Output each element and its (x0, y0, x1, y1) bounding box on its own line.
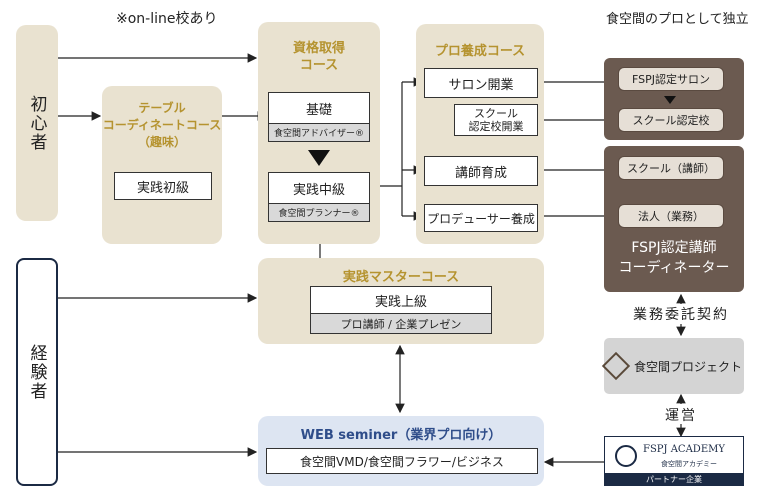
down-arrow-icon (664, 96, 676, 104)
project-panel: 食空間プロジェクト (601, 338, 744, 394)
project-logo-icon (601, 351, 631, 381)
project-label: 食空間プロジェクト (633, 359, 742, 374)
fspj-instructor-title: FSPJ認定講師 コーディネーター (618, 240, 730, 276)
salon-open-box: サロン開業 (424, 68, 538, 98)
academy-panel: FSPJ ACADEMY 食空間アカデミー パートナー企業 (604, 436, 744, 486)
basic-box: 基礎 (268, 92, 370, 124)
producer-training-box: プロデューサー養成 (424, 204, 538, 232)
experienced-label: 経験者 (26, 343, 47, 401)
school-certified-box: スクール認定校 (618, 108, 724, 132)
qualification-course-panel: 資格取得 コース 基礎 食空間アドバイザー® 実践中級 食空間プランナー® (258, 22, 380, 244)
academy-sub: 食空間アカデミー (661, 460, 717, 468)
down-triangle-icon (308, 150, 330, 166)
operation-label: 運営 (665, 408, 697, 424)
table-course-panel: テーブル コーディネートコース （趣味） 実践初級 (102, 86, 222, 244)
fspj-salon-box: FSPJ認定サロン (618, 67, 724, 91)
beginner-panel: 初心者 (16, 25, 58, 221)
academy-name: FSPJ ACADEMY (643, 444, 725, 455)
pro-course-title: プロ養成コース (434, 44, 526, 59)
experienced-panel: 経験者 (16, 258, 58, 486)
partner-label: パートナー企業 (605, 473, 743, 486)
food-space-advisor-label: 食空間アドバイザー® (268, 124, 370, 142)
food-space-planner-label: 食空間プランナー® (268, 204, 370, 222)
web-seminar-title: WEB seminer（業界プロ向け） (300, 428, 502, 443)
practice-intermediate-box: 実践中級 (268, 172, 370, 204)
independent-title: 食空間のプロとして独立 (606, 12, 749, 27)
pro-instructor-label: プロ講師 / 企業プレゼン (310, 314, 492, 334)
school-instructor-box: スクール（講師） (618, 156, 724, 180)
beginner-label: 初心者 (26, 94, 47, 152)
qualification-course-title: 資格取得 コース (292, 41, 345, 73)
school-open-box: スクール 認定校開業 (454, 104, 538, 136)
table-course-title: テーブル コーディネートコース （趣味） (102, 101, 222, 149)
online-note: ※on-line校あり (116, 11, 218, 27)
contract-label: 業務委託契約 (633, 307, 729, 323)
practice-advanced-box: 実践上級 (310, 286, 492, 314)
master-course-title: 実践マスターコース (342, 270, 460, 285)
corporate-business-box: 法人（業務） (618, 204, 724, 228)
instructor-training-box: 講師育成 (424, 156, 538, 186)
academy-logo-icon (615, 445, 637, 467)
web-seminar-topics-box: 食空間VMD/食空間フラワー/ビジネス (266, 448, 538, 474)
practice-beginner-box: 実践初級 (114, 172, 212, 200)
